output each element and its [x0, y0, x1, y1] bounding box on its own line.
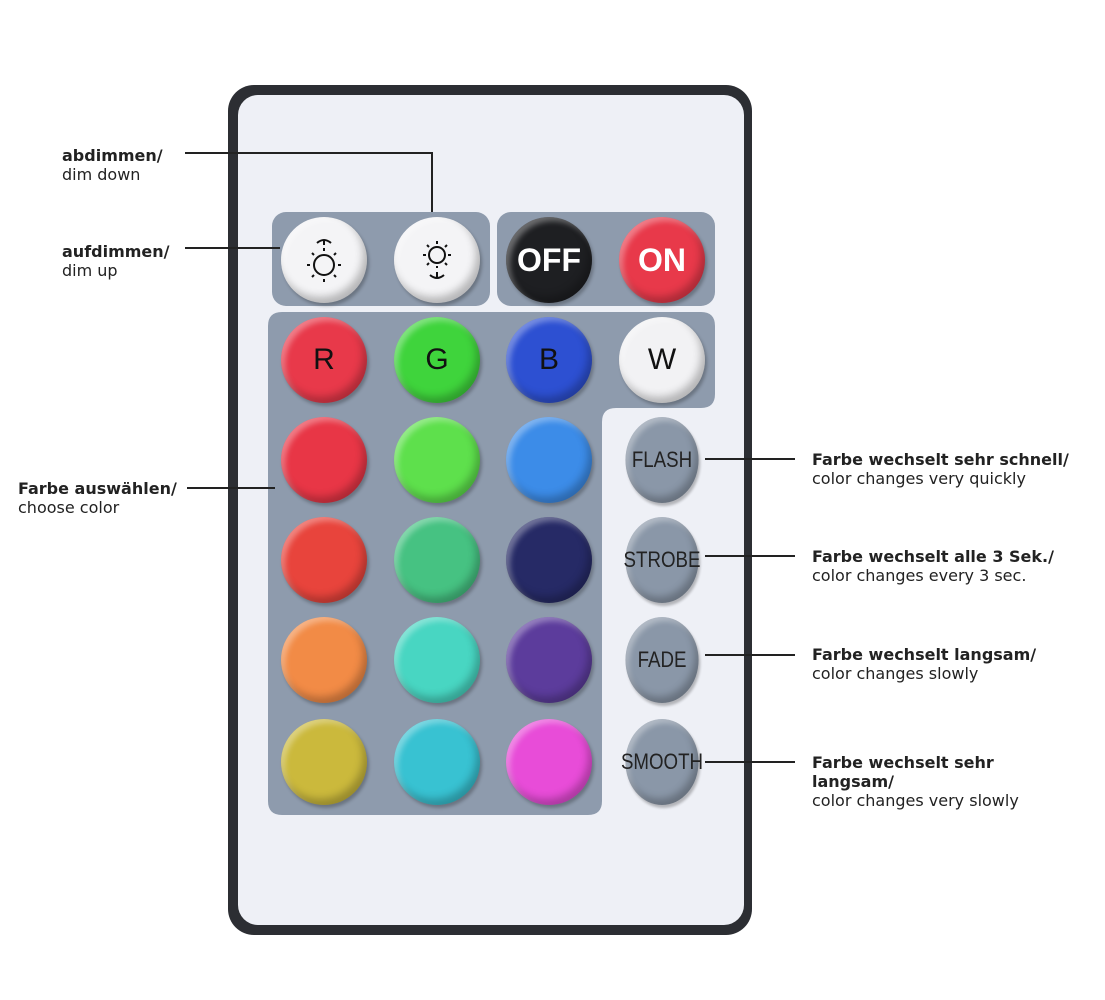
label-de: Farbe auswählen/ — [18, 479, 177, 498]
color-panel — [268, 312, 715, 815]
label-en: dim up — [62, 261, 118, 280]
white-button[interactable]: W — [619, 317, 705, 403]
label-de: langsam/ — [812, 772, 894, 791]
color-button[interactable] — [281, 417, 367, 503]
smooth-button[interactable]: SMOOTH — [621, 719, 703, 805]
color-button[interactable] — [394, 417, 480, 503]
color-button[interactable] — [394, 719, 480, 805]
flash-button[interactable]: FLASH — [625, 417, 699, 503]
color-button[interactable] — [506, 719, 592, 805]
color-button[interactable] — [506, 617, 592, 703]
label-choose-color: Farbe auswählen/ choose color — [18, 479, 177, 517]
label-smooth: Farbe wechselt sehr langsam/ color chang… — [812, 753, 1019, 810]
color-button[interactable] — [394, 517, 480, 603]
label-en: color changes very quickly — [812, 469, 1026, 488]
label-en: color changes slowly — [812, 664, 979, 683]
on-button[interactable]: ON — [619, 217, 705, 303]
blue-button[interactable]: B — [506, 317, 592, 403]
green-button[interactable]: G — [394, 317, 480, 403]
leader-line-dim-up — [185, 247, 280, 249]
leader-line-dim-down — [431, 152, 433, 212]
label-de: aufdimmen/ — [62, 242, 170, 261]
color-button[interactable] — [506, 417, 592, 503]
sun-down-icon — [423, 241, 451, 279]
leader-line-choose-color — [187, 487, 275, 489]
off-button[interactable]: OFF — [506, 217, 592, 303]
strobe-button[interactable]: STROBE — [624, 517, 700, 603]
label-strobe: Farbe wechselt alle 3 Sek./ color change… — [812, 547, 1054, 585]
label-en: color changes very slowly — [812, 791, 1019, 810]
leader-line-flash — [705, 458, 795, 460]
red-button[interactable]: R — [281, 317, 367, 403]
dim-up-button[interactable] — [281, 217, 367, 303]
label-de: Farbe wechselt alle 3 Sek./ — [812, 547, 1054, 566]
label-dim-up: aufdimmen/ dim up — [62, 242, 170, 280]
leader-line-strobe — [705, 555, 795, 557]
color-button[interactable] — [281, 719, 367, 805]
label-fade: Farbe wechselt langsam/ color changes sl… — [812, 645, 1036, 683]
color-button[interactable] — [281, 617, 367, 703]
label-en: color changes every 3 sec. — [812, 566, 1027, 585]
dim-down-button[interactable] — [394, 217, 480, 303]
leader-line-fade — [705, 654, 795, 656]
label-en: dim down — [62, 165, 141, 184]
label-flash: Farbe wechselt sehr schnell/ color chang… — [812, 450, 1069, 488]
sun-up-icon — [307, 239, 341, 282]
color-button[interactable] — [394, 617, 480, 703]
fade-button[interactable]: FADE — [625, 617, 699, 703]
label-de: abdimmen/ — [62, 146, 163, 165]
leader-line-dim-down — [185, 152, 433, 154]
color-button[interactable] — [281, 517, 367, 603]
label-de: Farbe wechselt langsam/ — [812, 645, 1037, 664]
label-dim-down: abdimmen/ dim down — [62, 146, 163, 184]
label-de: Farbe wechselt sehr — [812, 753, 994, 772]
color-button[interactable] — [506, 517, 592, 603]
label-de: Farbe wechselt sehr schnell/ — [812, 450, 1069, 469]
label-en: choose color — [18, 498, 120, 517]
leader-line-smooth — [705, 761, 795, 763]
